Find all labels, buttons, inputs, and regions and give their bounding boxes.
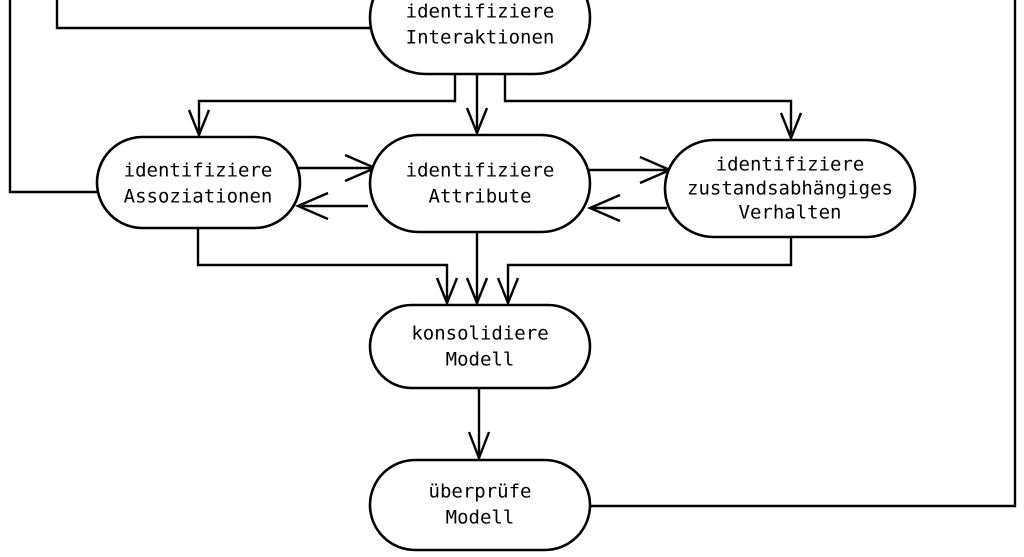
edge-assoziationen-to-konsolidiere bbox=[196, 228, 449, 300]
node-identifiziere-attribute[interactable]: identifiziere Attribute bbox=[368, 133, 592, 234]
arrowhead-interaktionen-to-verhalten bbox=[779, 112, 803, 142]
edge-interaktionen-to-verhalten bbox=[503, 74, 793, 134]
node-identifiziere-interaktionen[interactable]: identifiziere Interaktionen bbox=[368, 0, 592, 76]
node-konsolidiere-modell[interactable]: konsolidiere Modell bbox=[368, 303, 592, 390]
node-layer: identifiziere Interaktionen identifizier… bbox=[95, 0, 917, 552]
node-ueberpruefe-modell[interactable]: überprüfe Modell bbox=[368, 458, 592, 552]
edge-layer bbox=[8, 0, 1017, 508]
node-label-verhalten-line2: zustandsabhängiges bbox=[687, 178, 893, 200]
arrowhead-verhalten-to-konsolidiere bbox=[496, 277, 520, 307]
node-shape-konsolidiere bbox=[368, 303, 592, 390]
edge-verhalten-to-konsolidiere bbox=[506, 237, 793, 300]
arrowhead-interaktionen-to-attribute bbox=[465, 107, 489, 137]
arrowhead-verhalten-to-attribute bbox=[586, 193, 621, 223]
node-label-assoziationen-line2: Assoziationen bbox=[124, 186, 273, 208]
edge-interaktionen-feedback-left bbox=[55, 0, 372, 30]
node-label-verhalten-line3: Verhalten bbox=[739, 202, 842, 224]
arrowhead-interaktionen-to-assoziationen bbox=[187, 109, 211, 139]
node-label-verhalten-line1: identifiziere bbox=[716, 154, 865, 176]
node-label-assoziationen-line1: identifiziere bbox=[124, 160, 273, 182]
node-label-konsolidiere-line2: Modell bbox=[446, 349, 515, 371]
node-label-ueberpruefe-line1: überprüfe bbox=[429, 481, 532, 503]
node-label-attribute-line2: Attribute bbox=[429, 186, 532, 208]
node-label-konsolidiere-line1: konsolidiere bbox=[411, 323, 548, 345]
edge-assoziationen-feedback-left bbox=[8, 0, 97, 194]
node-label-ueberpruefe-line2: Modell bbox=[446, 507, 515, 529]
node-shape-assoziationen bbox=[95, 135, 302, 230]
arrowhead-attribute-to-assoziationen bbox=[294, 191, 329, 221]
node-identifiziere-zustandsabhaengiges-verhalten[interactable]: identifiziere zustandsabhängiges Verhalt… bbox=[663, 138, 917, 239]
arrowhead-attribute-to-konsolidiere bbox=[465, 277, 489, 307]
arrowhead-konsolidiere-to-ueberpruefe bbox=[467, 431, 491, 462]
node-label-interaktionen-line1: identifiziere bbox=[406, 1, 555, 23]
node-label-attribute-line1: identifiziere bbox=[406, 160, 555, 182]
node-shape-ueberpruefe bbox=[368, 458, 592, 552]
edge-ueberpruefe-feedback-right bbox=[590, 0, 1017, 508]
arrowhead-assoziationen-to-konsolidiere bbox=[435, 277, 459, 307]
node-shape-attribute bbox=[368, 133, 592, 234]
node-shape-interaktionen bbox=[368, 0, 592, 76]
node-identifiziere-assoziationen[interactable]: identifiziere Assoziationen bbox=[95, 135, 302, 230]
edge-interaktionen-to-assoziationen bbox=[197, 74, 457, 131]
node-label-interaktionen-line2: Interaktionen bbox=[406, 27, 555, 49]
node-shape-verhalten bbox=[663, 138, 917, 239]
